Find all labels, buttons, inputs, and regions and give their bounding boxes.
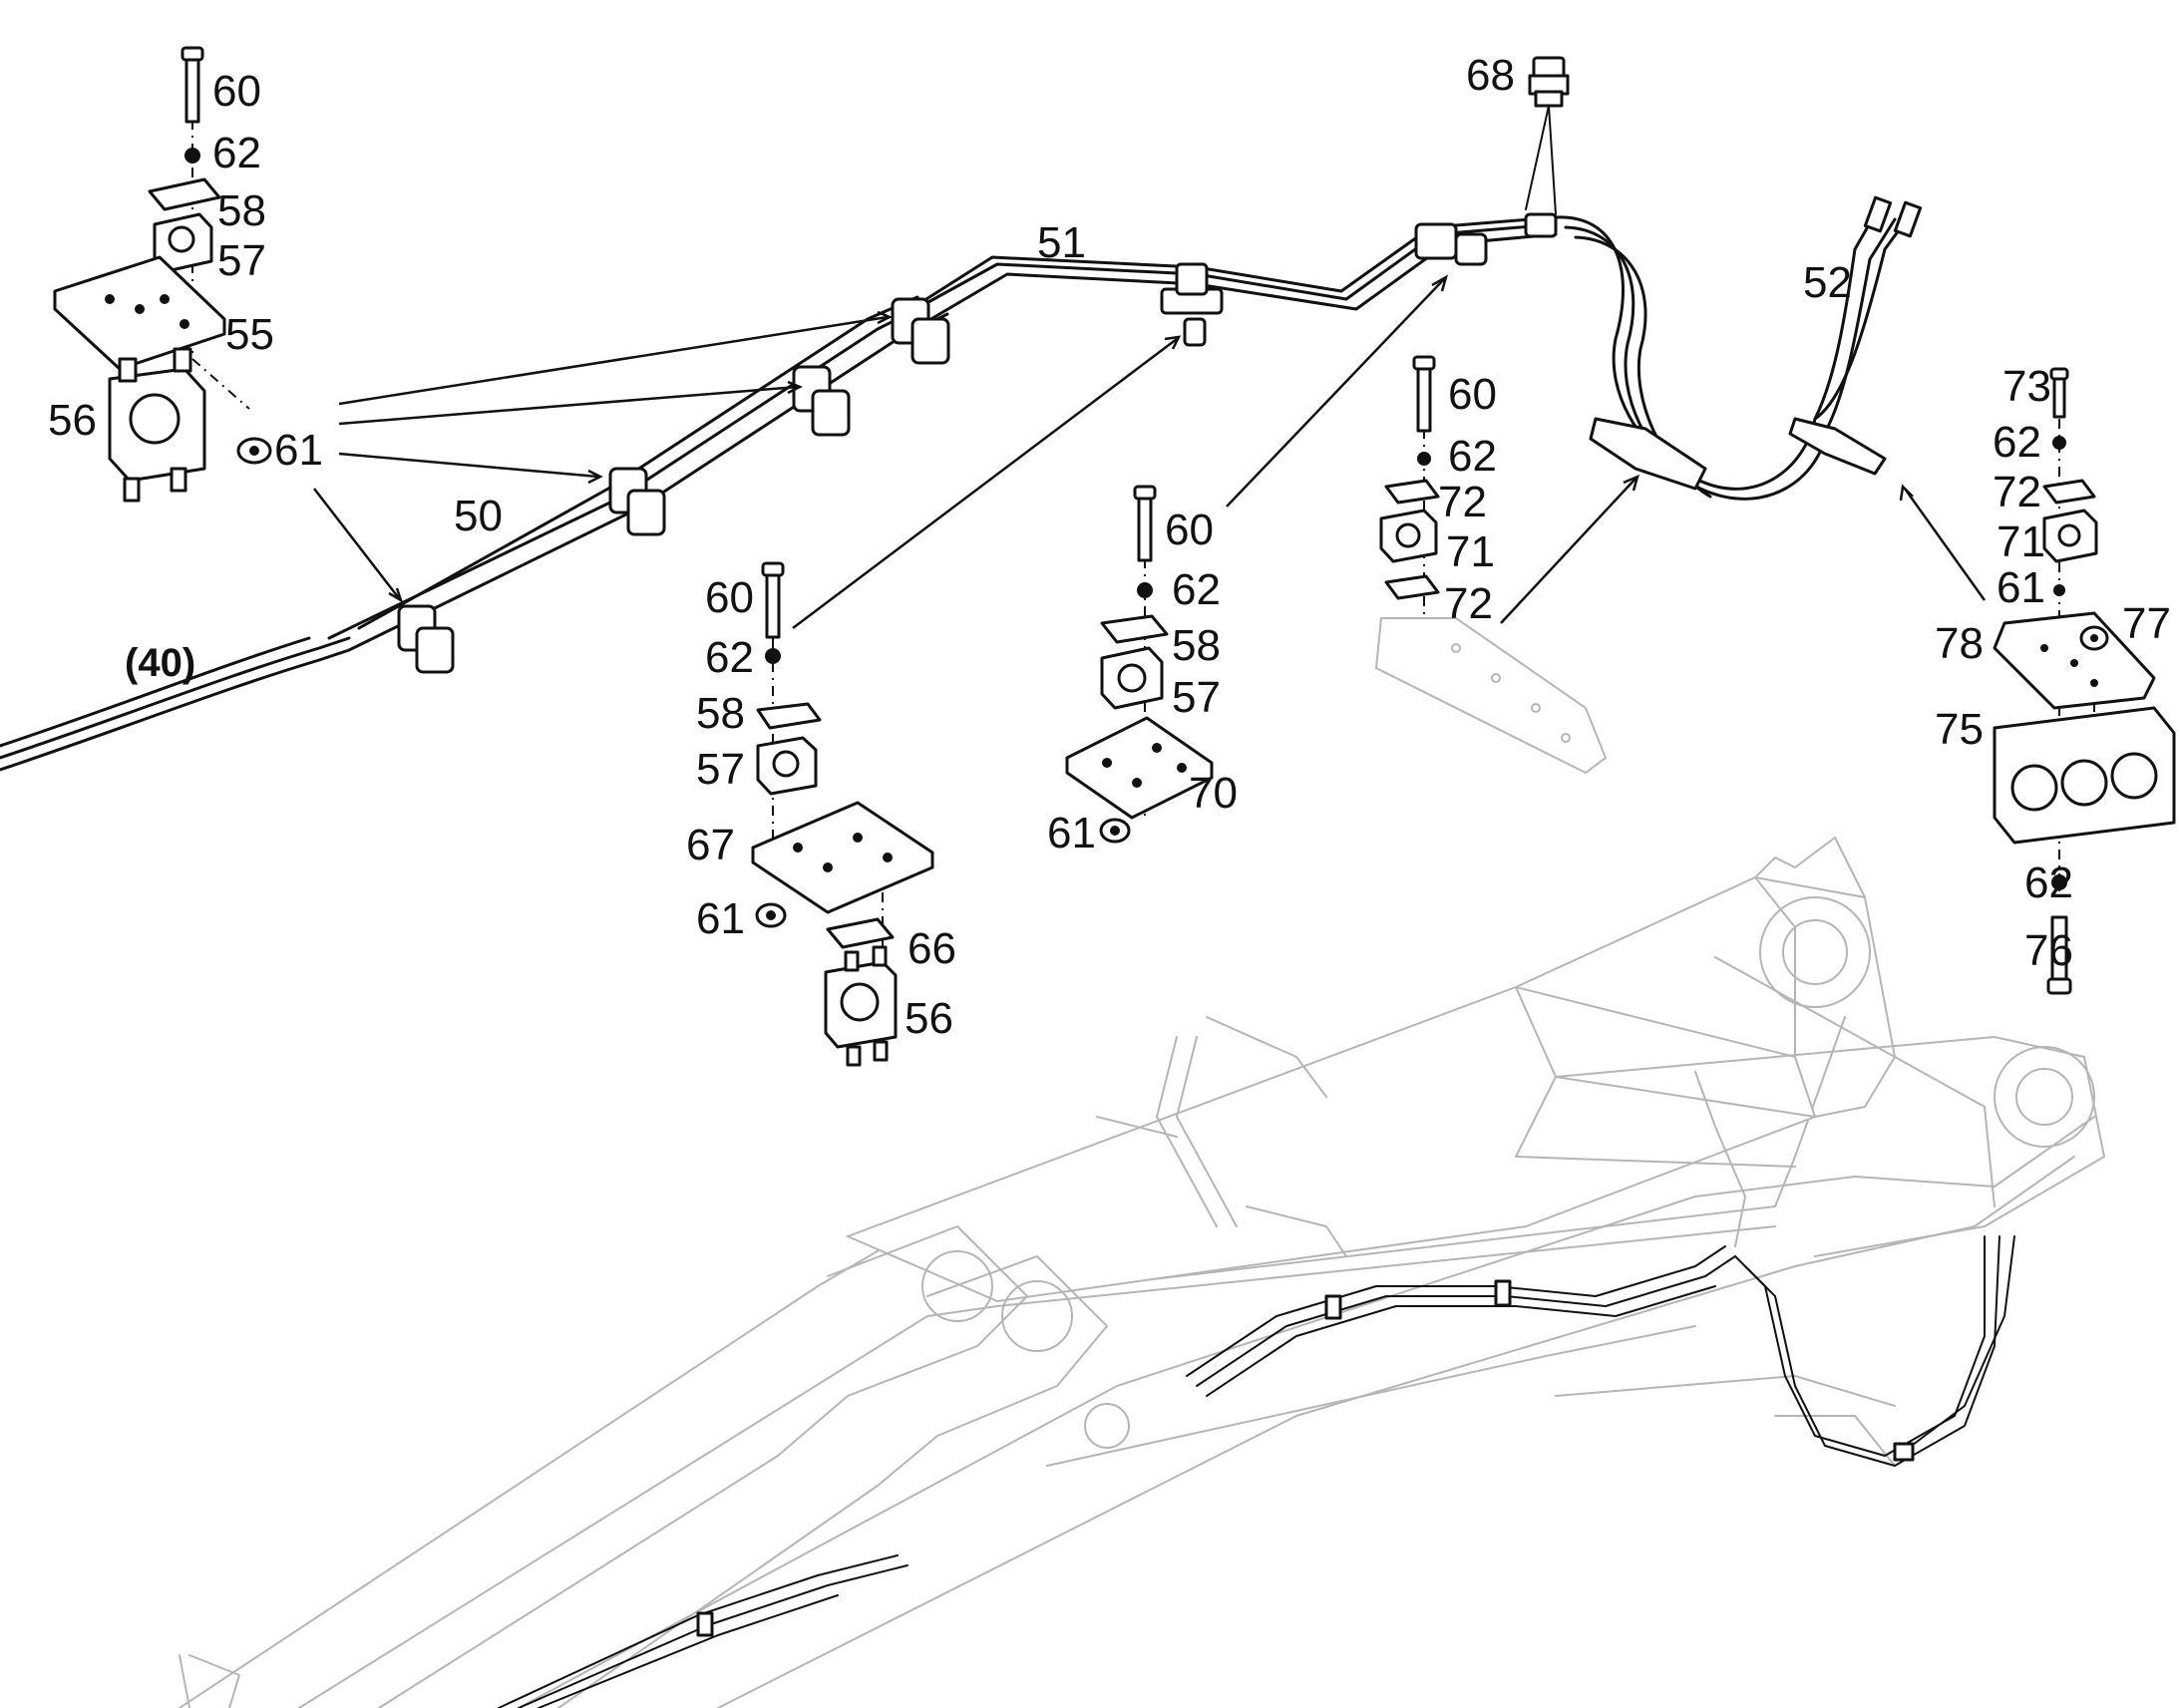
callout-67: 67 [686,821,735,869]
callout-52: 52 [1803,258,1852,307]
callout-70: 70 [1189,769,1238,818]
excavator-boom-outline [179,837,2105,1708]
plate-icon [1384,574,1440,600]
washer-icon [184,148,200,164]
callout-56: 56 [905,994,953,1043]
callout-58: 58 [217,186,266,235]
callout-61: 61 [696,894,745,943]
callout-61: 61 [1047,809,1096,857]
bolt-icon [1412,355,1436,433]
plate-icon [1100,614,1169,644]
washer-icon [2051,874,2067,890]
plate-icon [148,177,221,211]
nut-icon [236,437,272,465]
washer-icon [765,648,781,664]
plate-icon [756,702,822,730]
bolt-icon [2046,915,2072,995]
callout-57: 57 [217,236,266,285]
callout-60: 60 [1165,506,1214,554]
washer-icon [1417,452,1431,466]
callout-73: 73 [2002,362,2051,411]
plate-icon [2042,479,2096,505]
group-c-exploded: 60 62 58 57 67 61 66 56 [686,335,1182,1067]
callout-77: 77 [2122,599,2171,648]
callout-61: 61 [1997,563,2045,612]
callout-71: 71 [1446,527,1495,576]
washer-icon [2052,436,2066,450]
callout-66: 66 [908,924,956,973]
clamp-icon [2042,509,2098,563]
bolt-icon [181,46,204,124]
plate-icon [1065,716,1214,820]
callout-72: 72 [1444,579,1493,628]
callout-60: 60 [705,573,754,622]
callout-58: 58 [1172,621,1221,670]
clamp-icon [108,347,206,503]
callout-50: 50 [454,492,503,540]
nut-icon [2079,625,2109,651]
callout-60: 60 [1448,370,1497,419]
nut-icon [1099,818,1131,844]
plate-icon [751,801,934,914]
clamp-icon [824,945,898,1067]
callout-55: 55 [225,310,274,359]
bolt-icon [2049,367,2069,419]
group-e-exploded: 60 62 72 71 72 [1374,355,1639,775]
clamp-icon [1100,646,1164,710]
reference-40: (40) [125,641,195,685]
group-a-exploded: 60 62 58 57 55 56 61 [48,46,894,603]
callout-68: 68 [1466,51,1515,100]
callout-60: 60 [212,67,261,116]
group-f-exploded: 73 62 72 71 61 78 77 75 62 76 [1899,362,2176,995]
callout-62: 62 [212,129,261,177]
callout-62: 62 [705,633,754,682]
clamp-icon [1379,509,1438,563]
bracket-outline [1374,617,1608,775]
callout-62: 62 [1993,418,2041,467]
callout-56: 56 [48,396,97,445]
callout-72: 72 [1438,478,1487,526]
callout-62: 62 [2024,858,2073,907]
callout-75: 75 [1935,705,1984,754]
callout-76: 76 [2024,926,2073,975]
fitting-68: 68 [1466,51,1570,215]
callout-58: 58 [696,689,745,738]
callout-57: 57 [1172,673,1221,722]
callout-57: 57 [696,745,745,794]
plate-icon [1384,479,1440,505]
nut-icon [755,902,787,928]
callout-61: 61 [274,426,323,475]
hose-40 [0,636,351,772]
clamp-icon [1993,706,2176,845]
callout-71: 71 [1997,517,2045,566]
clamp-icon [756,736,818,796]
callout-78: 78 [1935,619,1984,668]
callout-62: 62 [1448,432,1497,481]
callout-72: 72 [1993,468,2041,516]
clamp-icon [153,212,213,273]
bolt-icon [1133,485,1157,562]
callout-62: 62 [1172,565,1221,614]
plate-icon [826,917,895,949]
washer-icon [2053,584,2065,596]
callout-51: 51 [1037,218,1086,267]
group-d-exploded: 60 62 58 57 70 61 [1047,274,1449,857]
installed-clamps [397,212,1887,674]
bolt-icon [761,561,785,639]
washer-icon [1137,582,1153,598]
